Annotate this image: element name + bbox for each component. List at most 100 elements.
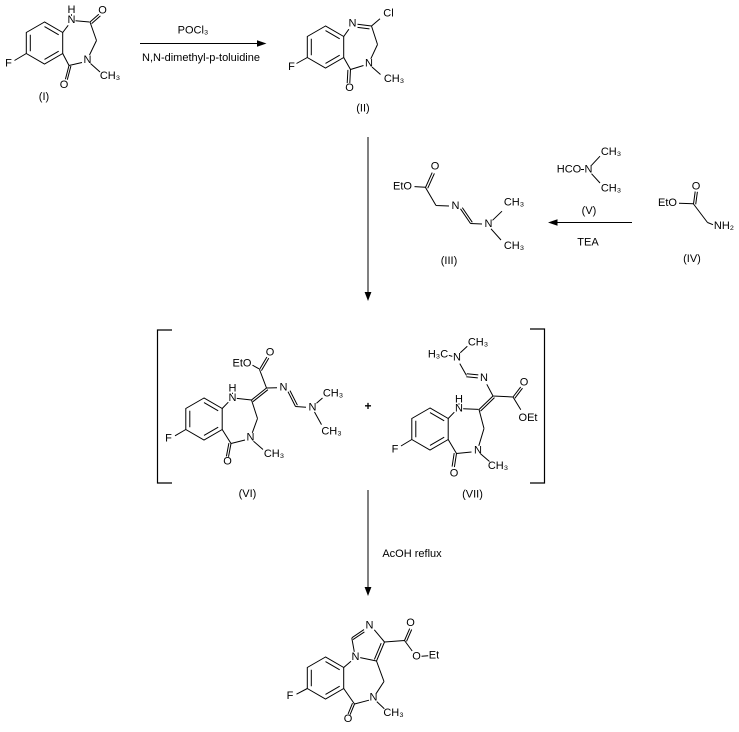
atom-label-ch3-top: CH₃ [468,337,488,349]
double-bonds [347,628,413,715]
atom-label-o5: O [450,468,459,480]
benzene-double-bonds [310,661,340,695]
benzene-double-bonds [415,412,445,446]
atom-label-h: H [68,4,76,16]
atom-label-n-ch3: CH₃ [264,448,284,460]
atom-label-n-imine: N [452,200,460,212]
atom-label-f: F [288,61,295,73]
atom-label-ch3-bottom: CH₃ [504,240,524,252]
atom-label-h3c: H₃C [428,349,448,361]
atom-label-cl: Cl [383,8,393,20]
atom-label-o6: O [344,713,353,725]
arrowhead-down-icon [364,292,372,301]
double-bonds [451,373,523,468]
reaction-arrow-3: TEA [548,219,632,249]
structure-iv: EtO O NH₂ (IV) [658,181,734,266]
atom-label-f: F [392,444,399,456]
atom-label-n-amine: N [309,402,317,414]
atom-label-o5: O [60,79,69,91]
atom-label-n4: N [365,58,373,70]
arrowhead-left-icon [548,219,558,226]
benzene-ring [306,25,345,69]
atom-label-n-amine: N [453,352,461,364]
bracket-right [530,328,546,484]
atom-label-n1: N [349,18,357,30]
atom-label-o-ester: O [266,347,275,359]
atom-label-ch3-bottom: CH₃ [601,183,621,195]
single-bonds [414,186,503,241]
atom-label-eto: EtO [233,358,252,370]
benzene-ring [411,407,449,451]
structure-vi: EtO O H N N N CH₃ CH₃ N CH₃ O F (VI) [165,347,343,501]
caption-ii: (II) [356,103,369,115]
single-bonds [14,14,101,73]
caption-iv: (IV) [683,253,701,265]
reaction-arrow-4: AcOH reflux [364,490,442,596]
double-bonds [64,13,101,80]
atom-label-o-ester: O [406,617,415,629]
single-bonds [296,18,381,75]
atom-label-n4: N [84,54,92,66]
benzene-double-bonds [189,402,219,436]
atom-label-eto: EtO [658,197,677,209]
atom-label-n: N [585,164,593,176]
atom-label-n3: N [366,620,374,632]
atom-label-n-imine: N [280,382,288,394]
atom-label-n-ch3: CH₃ [383,707,403,719]
benzene-ring [185,397,223,441]
atom-label-n1: N [455,403,463,415]
reagent-step1-below: N,N-dimethyl-p-toluidine [142,52,260,64]
caption-v: (V) [582,205,597,217]
structure-vii: CH₃ H₃C N N O OEt H N N CH₃ O F (VII) [392,337,538,501]
single-bonds [581,155,601,184]
atom-label-ch3-top: CH₃ [601,146,621,158]
single-bonds [400,345,522,462]
atom-label-eto: EtO [393,181,412,193]
atom-label-nh2: NH₂ [714,220,734,232]
atom-label-o-ester: O [520,377,529,389]
structure-iii: EtO O N N CH₃ CH₃ (III) [393,161,524,268]
atom-label-n1: N [68,14,76,26]
benzene-double-bonds [29,26,59,60]
structure-v: HCO N CH₃ CH₃ (V) [557,146,621,217]
atom-label-f: F [5,58,12,70]
atom-label-f: F [165,433,172,445]
reaction-arrow-2 [364,137,372,301]
atom-label-f: F [287,690,294,702]
atom-label-ch3-top: CH₃ [323,388,343,400]
plus-sign: + [364,399,371,413]
atom-label-n-ch3: CH₃ [384,73,404,85]
atom-label-oet: OEt [519,412,538,424]
atom-label-n-amine: N [485,218,493,230]
atom-label-o2: O [98,5,107,17]
structure-i: H N O N CH₃ O F (I) [5,4,120,103]
atom-label-n1: N [352,651,360,663]
atom-label-o: O [431,161,440,173]
caption-vi: (VI) [239,488,257,500]
structure-product: N N O O Et N CH₃ O F [287,617,440,725]
atom-label-et: Et [429,650,439,662]
atom-label-o5: O [345,82,354,94]
single-bonds [678,202,714,226]
reagent-step2-below: TEA [577,237,599,249]
caption-i: (I) [39,91,49,103]
atom-label-n4: N [474,445,482,457]
atom-label-h: H [455,394,463,406]
single-bonds [174,364,323,450]
double-bonds [425,172,473,224]
arrowhead-right-icon [257,40,267,47]
atom-label-n5: N [370,692,378,704]
atom-label-n-imine: N [480,372,488,384]
bracket-left [156,329,172,484]
single-bonds [296,629,429,710]
caption-iii: (III) [441,255,458,267]
atom-label-hco: HCO [557,164,582,176]
benzene-double-bonds [310,30,340,64]
benzene-ring [306,656,345,700]
atom-label-n4: N [247,432,255,444]
atom-label-n-ch3: CH₃ [100,70,120,82]
atom-label-o-single: O [412,651,421,663]
atom-label-ch3-bottom: CH₃ [321,426,341,438]
reagent-step1-above: POCl₃ [178,25,209,37]
